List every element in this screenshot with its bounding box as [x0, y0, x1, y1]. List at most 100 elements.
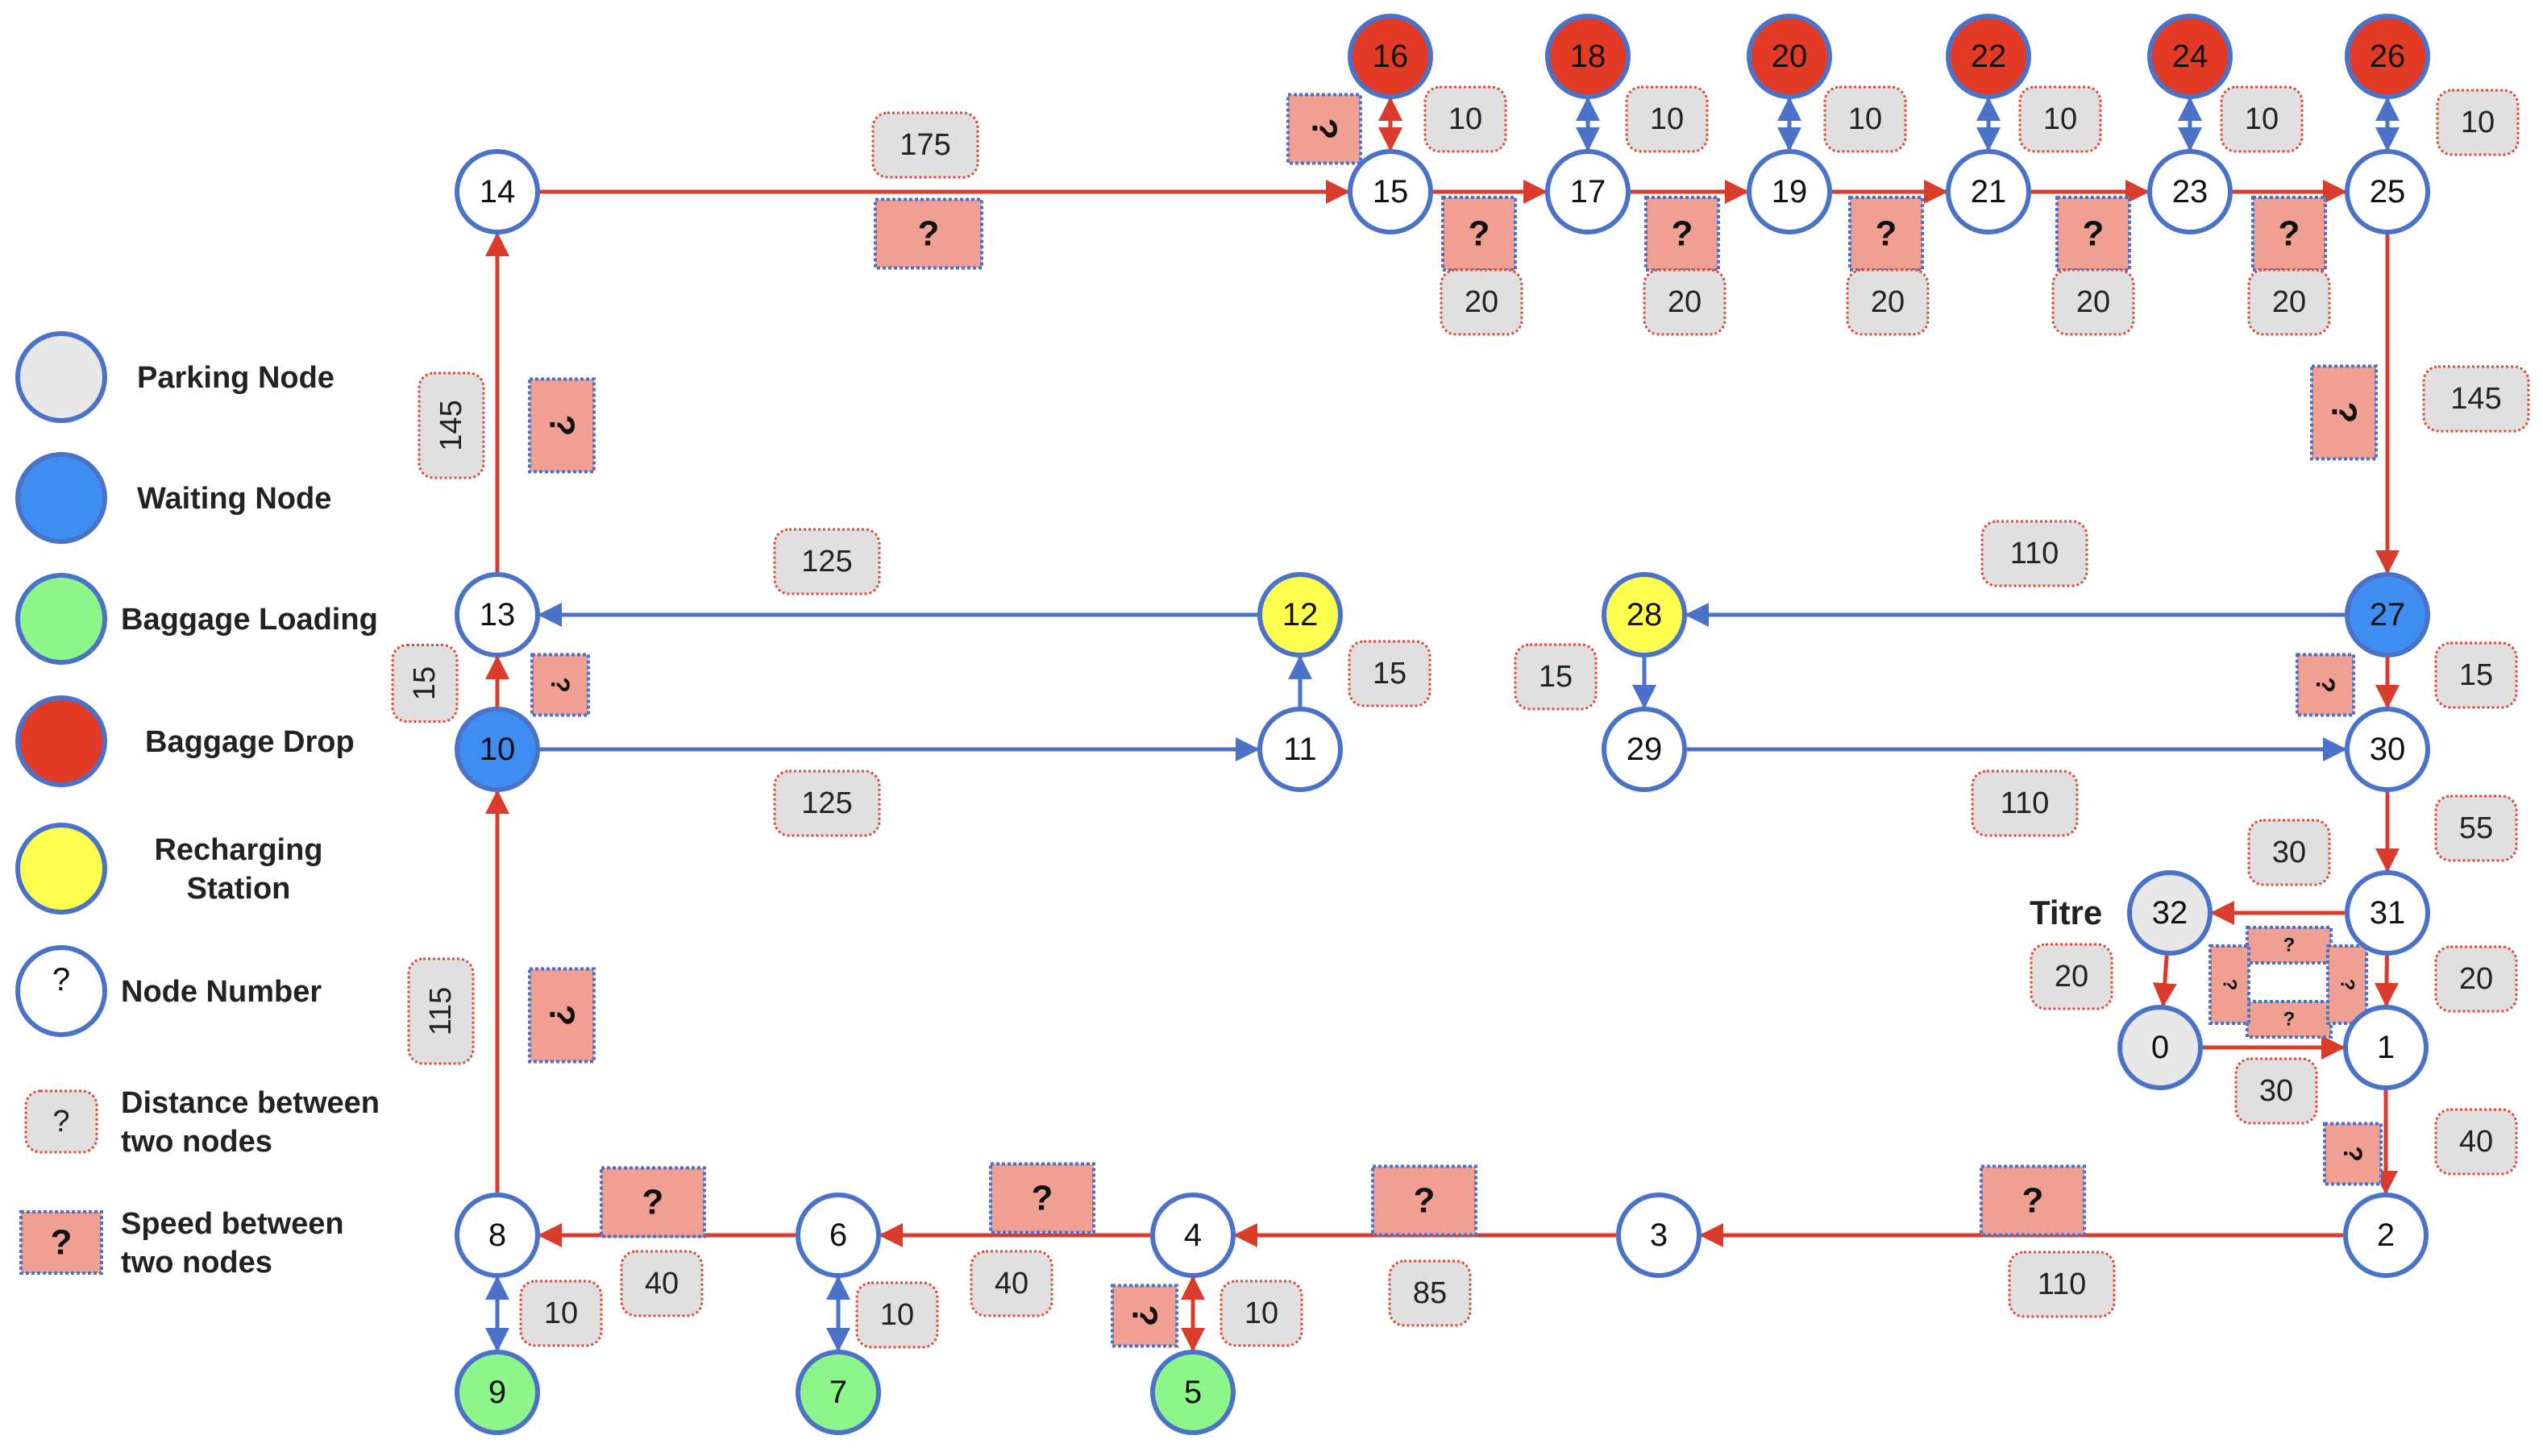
speed-box-bg [2209, 944, 2250, 1025]
node-29-label: 29 [1627, 732, 1663, 767]
distance-label-29-30: 110 [1971, 769, 2079, 837]
speed-box-text: ? [642, 1183, 664, 1222]
node-15: 15 [1348, 149, 1433, 234]
distance-label-text: 10 [2043, 102, 2077, 136]
node-23: 23 [2147, 149, 2233, 234]
node-32-label: 32 [2152, 895, 2188, 931]
distance-label-bg [871, 111, 979, 179]
distance-label-text: 10 [880, 1298, 914, 1332]
distance-label-bg [2008, 1251, 2116, 1318]
node-9: 9 [455, 1350, 540, 1435]
distance-label-bg [970, 1250, 1053, 1317]
node-17-circle [1545, 149, 1631, 234]
node-4-label: 4 [1184, 1217, 1202, 1253]
distance-label-bg [2018, 85, 2102, 153]
legend-item-loading: Baggage Loading [15, 573, 378, 665]
speed-box-8-10: ? [528, 967, 596, 1064]
node-7: 7 [796, 1350, 881, 1435]
speed-box-bg [1111, 1284, 1178, 1348]
node-0-circle [2117, 1005, 2203, 1090]
node-6-label: 6 [829, 1217, 847, 1253]
speed-box-bg [1644, 196, 1720, 272]
node-30-label: 30 [2370, 732, 2406, 767]
legend-label: Recharging [154, 833, 322, 867]
node-21: 21 [1946, 149, 2031, 234]
speed-box-bg [528, 377, 596, 474]
node-8-circle [455, 1193, 540, 1278]
legend-item-distance: ? Distance between two nodes [24, 1086, 380, 1159]
distance-label-bg [1823, 85, 1907, 153]
distance-label-text: 10 [2461, 106, 2495, 139]
distance-label-text: 10 [544, 1296, 578, 1330]
node-0: 0 [2117, 1005, 2203, 1090]
speed-box-text: ? [2337, 979, 2358, 991]
node-28-circle [1602, 572, 1687, 657]
legend-item-waiting: Waiting Node [15, 452, 331, 544]
distance-label-text: 10 [1650, 102, 1684, 136]
distance-label-bg [1440, 268, 1523, 336]
legend-item-plain: ?Node Number [15, 945, 322, 1037]
distance-label-bg [418, 371, 485, 479]
node-1: 1 [2343, 1005, 2429, 1090]
node-18: 18 [1545, 14, 1631, 99]
speed-box-10-13: ? [530, 653, 590, 717]
node-5-label: 5 [1184, 1375, 1202, 1410]
node-18-circle [1545, 14, 1631, 99]
distance-label-bg [2434, 794, 2518, 862]
speed-box-bg [2326, 944, 2368, 1025]
speed-box-text: ? [2283, 1009, 2296, 1031]
speed-box-bg [2310, 364, 2378, 461]
node-13-label: 13 [480, 597, 516, 633]
node-32-circle [2127, 870, 2213, 956]
speed-box-17-19: ? [1644, 196, 1720, 272]
legend-swatch-parking [15, 331, 107, 423]
legend-swatch-plain [15, 945, 107, 1037]
legend-symbol: ? [52, 962, 70, 998]
distance-label-8-10: 115 [407, 957, 475, 1065]
speed-box-bg [2296, 653, 2355, 717]
distance-label-3-4: 85 [1388, 1259, 1472, 1327]
distance-label-13-14: 145 [418, 371, 485, 479]
legend-label: Distance between [121, 1086, 380, 1120]
node-7-circle [796, 1350, 881, 1435]
distance-label-30-31: 55 [2434, 794, 2518, 862]
speed-box-13-14: ? [528, 377, 596, 474]
node-7-label: 7 [829, 1375, 847, 1410]
legend-label: Parking Node [137, 361, 334, 395]
distance-label-4-5: 10 [1220, 1280, 1303, 1347]
distance-label-0-1: 30 [2234, 1057, 2318, 1125]
distance-label-4-6: 40 [970, 1250, 1053, 1317]
node-2-label: 2 [2377, 1217, 2395, 1253]
distance-label-15-16: 10 [1423, 85, 1507, 153]
node-12-circle [1257, 572, 1343, 657]
speed-box-text: ? [1305, 118, 1344, 140]
speed-box-31-1: ? [2326, 944, 2368, 1025]
distance-label-text: 20 [1465, 285, 1498, 319]
node-12: 12 [1257, 572, 1343, 657]
speed-box-2-3: ? [1980, 1164, 2086, 1237]
distance-label-text: 15 [2459, 658, 2493, 692]
distance-label-bg [2436, 89, 2520, 156]
legend-label: two nodes [121, 1125, 272, 1159]
distance-label-text: 20 [2055, 960, 2088, 993]
legend-label: two nodes [121, 1246, 272, 1280]
distance-label-19-21: 20 [1846, 268, 1930, 336]
diagram-title: Titre [2030, 894, 2102, 931]
node-20: 20 [1747, 14, 1832, 99]
legend-swatch-loading [15, 573, 107, 665]
node-29: 29 [1602, 707, 1687, 792]
node-19-label: 19 [1772, 174, 1808, 209]
speed-box-bg [2323, 1122, 2383, 1186]
speed-box-15-17: ? [1441, 196, 1517, 272]
legend-symbol: ? [52, 1105, 69, 1139]
speed-box-14-15: ? [874, 197, 983, 270]
node-21-label: 21 [1971, 174, 2007, 209]
node-24-circle [2147, 14, 2233, 99]
node-20-label: 20 [1772, 39, 1808, 74]
distance-label-bg [2422, 365, 2530, 433]
node-31: 31 [2345, 870, 2430, 956]
speed-box-bg [874, 197, 983, 270]
node-31-circle [2345, 870, 2430, 956]
node-23-label: 23 [2172, 174, 2209, 209]
